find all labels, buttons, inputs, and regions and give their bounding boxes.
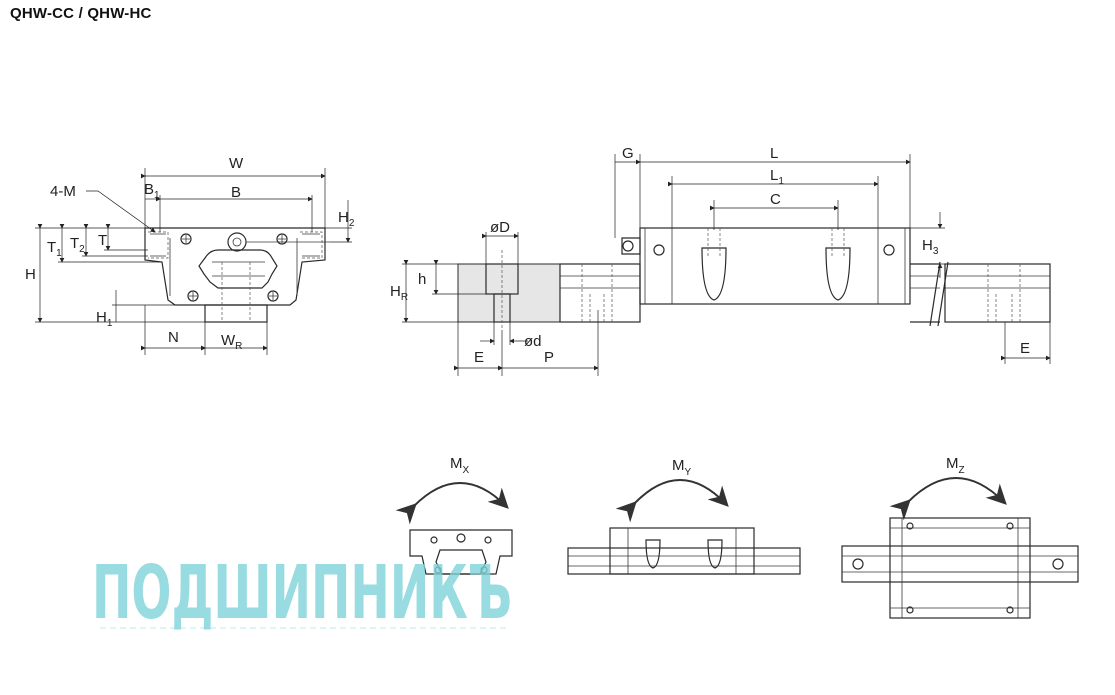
dim-h1: H1 [96, 309, 113, 329]
dim-w: W [229, 155, 244, 172]
rail-section-body [457, 263, 561, 323]
dim-b1: B1 [144, 181, 160, 201]
dim-t: T [98, 232, 107, 249]
moment-my: MY [567, 457, 801, 575]
front-view: W B B1 4-M H T1 T2 T H1 H2 N WR [25, 155, 355, 355]
carriage-side [639, 227, 911, 305]
side-screw-left [653, 244, 665, 256]
moment-mx: MX [395, 455, 513, 575]
screw-hole-left-top [180, 233, 192, 245]
mz-rotation-arrow [889, 477, 1007, 521]
screw-hole-right-bottom [267, 290, 279, 302]
dim-c: C [770, 191, 781, 208]
dim-h2: H2 [338, 209, 355, 229]
dim-h-small: h [418, 271, 426, 288]
grease-fitting-side [621, 237, 641, 255]
dim-e-left: E [474, 349, 484, 366]
dim-hr: HR [390, 283, 408, 303]
mz-carriage [889, 517, 1031, 619]
dim-h: H [25, 266, 36, 283]
dim-h3: H3 [922, 237, 939, 257]
moment-mz: MZ [841, 455, 1079, 619]
dim-l1: L1 [770, 167, 784, 187]
mount-slot-right [825, 247, 851, 301]
rail-profile-in-carriage [198, 249, 278, 289]
carriage-outline [144, 227, 326, 306]
grease-nipple [227, 232, 247, 252]
dim-l: L [770, 145, 778, 162]
screw-hole-right-top [276, 233, 288, 245]
rail-section-view: øD h HR ød E P [390, 219, 599, 376]
page-title: QHW-CC / QHW-HC [10, 5, 152, 22]
side-view: G L L1 C H3 E [559, 145, 1051, 364]
dim-p: P [544, 349, 554, 366]
dim-wr: WR [221, 332, 242, 352]
label-mz: MZ [946, 455, 965, 476]
screw-hole-left-bottom [187, 290, 199, 302]
my-rotation-arrow [615, 479, 729, 523]
mz-rail [841, 545, 1079, 583]
label-my: MY [672, 457, 692, 478]
dim-phi-D: øD [490, 219, 510, 236]
rail-right-segment [944, 263, 1051, 323]
watermark-logo-text: ПОДШИПНИКЪ [92, 550, 512, 636]
label-4m: 4-M [50, 183, 76, 200]
mount-slot-left [701, 247, 727, 301]
mx-rotation-arrow [395, 482, 509, 525]
rail-base [204, 304, 268, 323]
dim-phi-d: ød [524, 333, 542, 350]
label-mx: MX [450, 455, 470, 476]
dim-e-right: E [1020, 340, 1030, 357]
dim-t2: T2 [70, 235, 85, 255]
rail-left-segment [559, 263, 641, 323]
dim-b: B [231, 184, 241, 201]
mx-carriage [409, 529, 513, 575]
my-carriage [609, 527, 755, 575]
side-screw-right [883, 244, 895, 256]
my-rail [567, 547, 801, 575]
dim-g: G [622, 145, 634, 162]
break-lines [929, 261, 949, 327]
dim-t1: T1 [47, 239, 62, 259]
dim-n: N [168, 329, 179, 346]
